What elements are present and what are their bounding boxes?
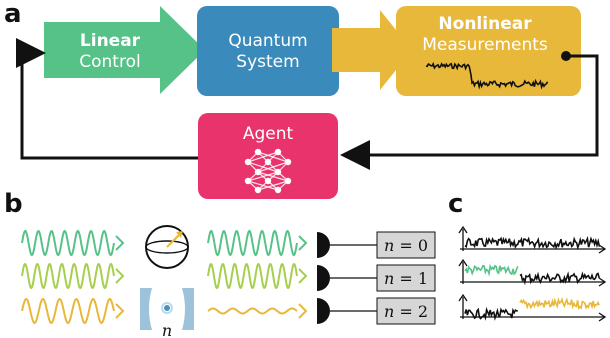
- measurement-traces: [458, 225, 607, 322]
- linear-control-label-1: Linear: [80, 31, 141, 51]
- outcome-box-0: n = 0: [376, 231, 436, 259]
- panel-label-a: a: [4, 0, 22, 29]
- outcome-0-var: n: [384, 236, 394, 255]
- outcome-2-var: n: [384, 302, 394, 321]
- svg-text:n = 1: n = 1: [384, 269, 428, 288]
- nonlinear-measurement-label-1: Nonlinear: [438, 14, 532, 34]
- bloch-sphere-icon: [145, 225, 189, 269]
- cavity-photon-number-label: n: [162, 321, 172, 338]
- outcome-1-var: n: [384, 269, 394, 288]
- outcome-box-1: n = 1: [376, 264, 436, 292]
- nonlinear-measurement-box: Nonlinear Measurements: [396, 6, 581, 96]
- panel-label-b: b: [4, 189, 23, 219]
- agent-label: Agent: [243, 124, 294, 144]
- feedback-line-to-control: [16, 38, 210, 160]
- quantum-system-box: Quantum System: [197, 6, 339, 96]
- nonlinear-measurement-label-2: Measurements: [422, 35, 548, 55]
- feedback-line-to-agent: [340, 54, 599, 170]
- linear-control-arrow: Linear Control: [44, 6, 205, 94]
- detector-icon: [317, 232, 330, 258]
- quantum-system-label-1: Quantum: [228, 31, 307, 51]
- panel-label-c: c: [448, 189, 463, 219]
- svg-text:n = 2: n = 2: [384, 302, 428, 321]
- agent-box: Agent: [198, 113, 338, 199]
- input-waves: [21, 229, 125, 325]
- system-to-measurement-arrow: [332, 10, 412, 90]
- measurement-trace: [425, 61, 549, 90]
- detector-icon: [317, 265, 330, 291]
- svg-text:n = 0: n = 0: [384, 236, 428, 255]
- outcome-1-eq: = 1: [394, 269, 428, 288]
- detectors: [317, 232, 377, 324]
- neural-network-icon: [244, 148, 292, 194]
- outcome-box-2: n = 2: [376, 297, 436, 325]
- quantum-system-label-2: System: [236, 52, 299, 72]
- linear-control-label-2: Control: [79, 52, 140, 72]
- outcome-2-eq: = 2: [394, 302, 428, 321]
- measurement-output-dot: [561, 51, 571, 61]
- detector-icon: [317, 298, 330, 324]
- outcome-0-eq: = 0: [394, 236, 428, 255]
- cavity-icon: n: [140, 288, 194, 338]
- output-waves: [207, 229, 308, 319]
